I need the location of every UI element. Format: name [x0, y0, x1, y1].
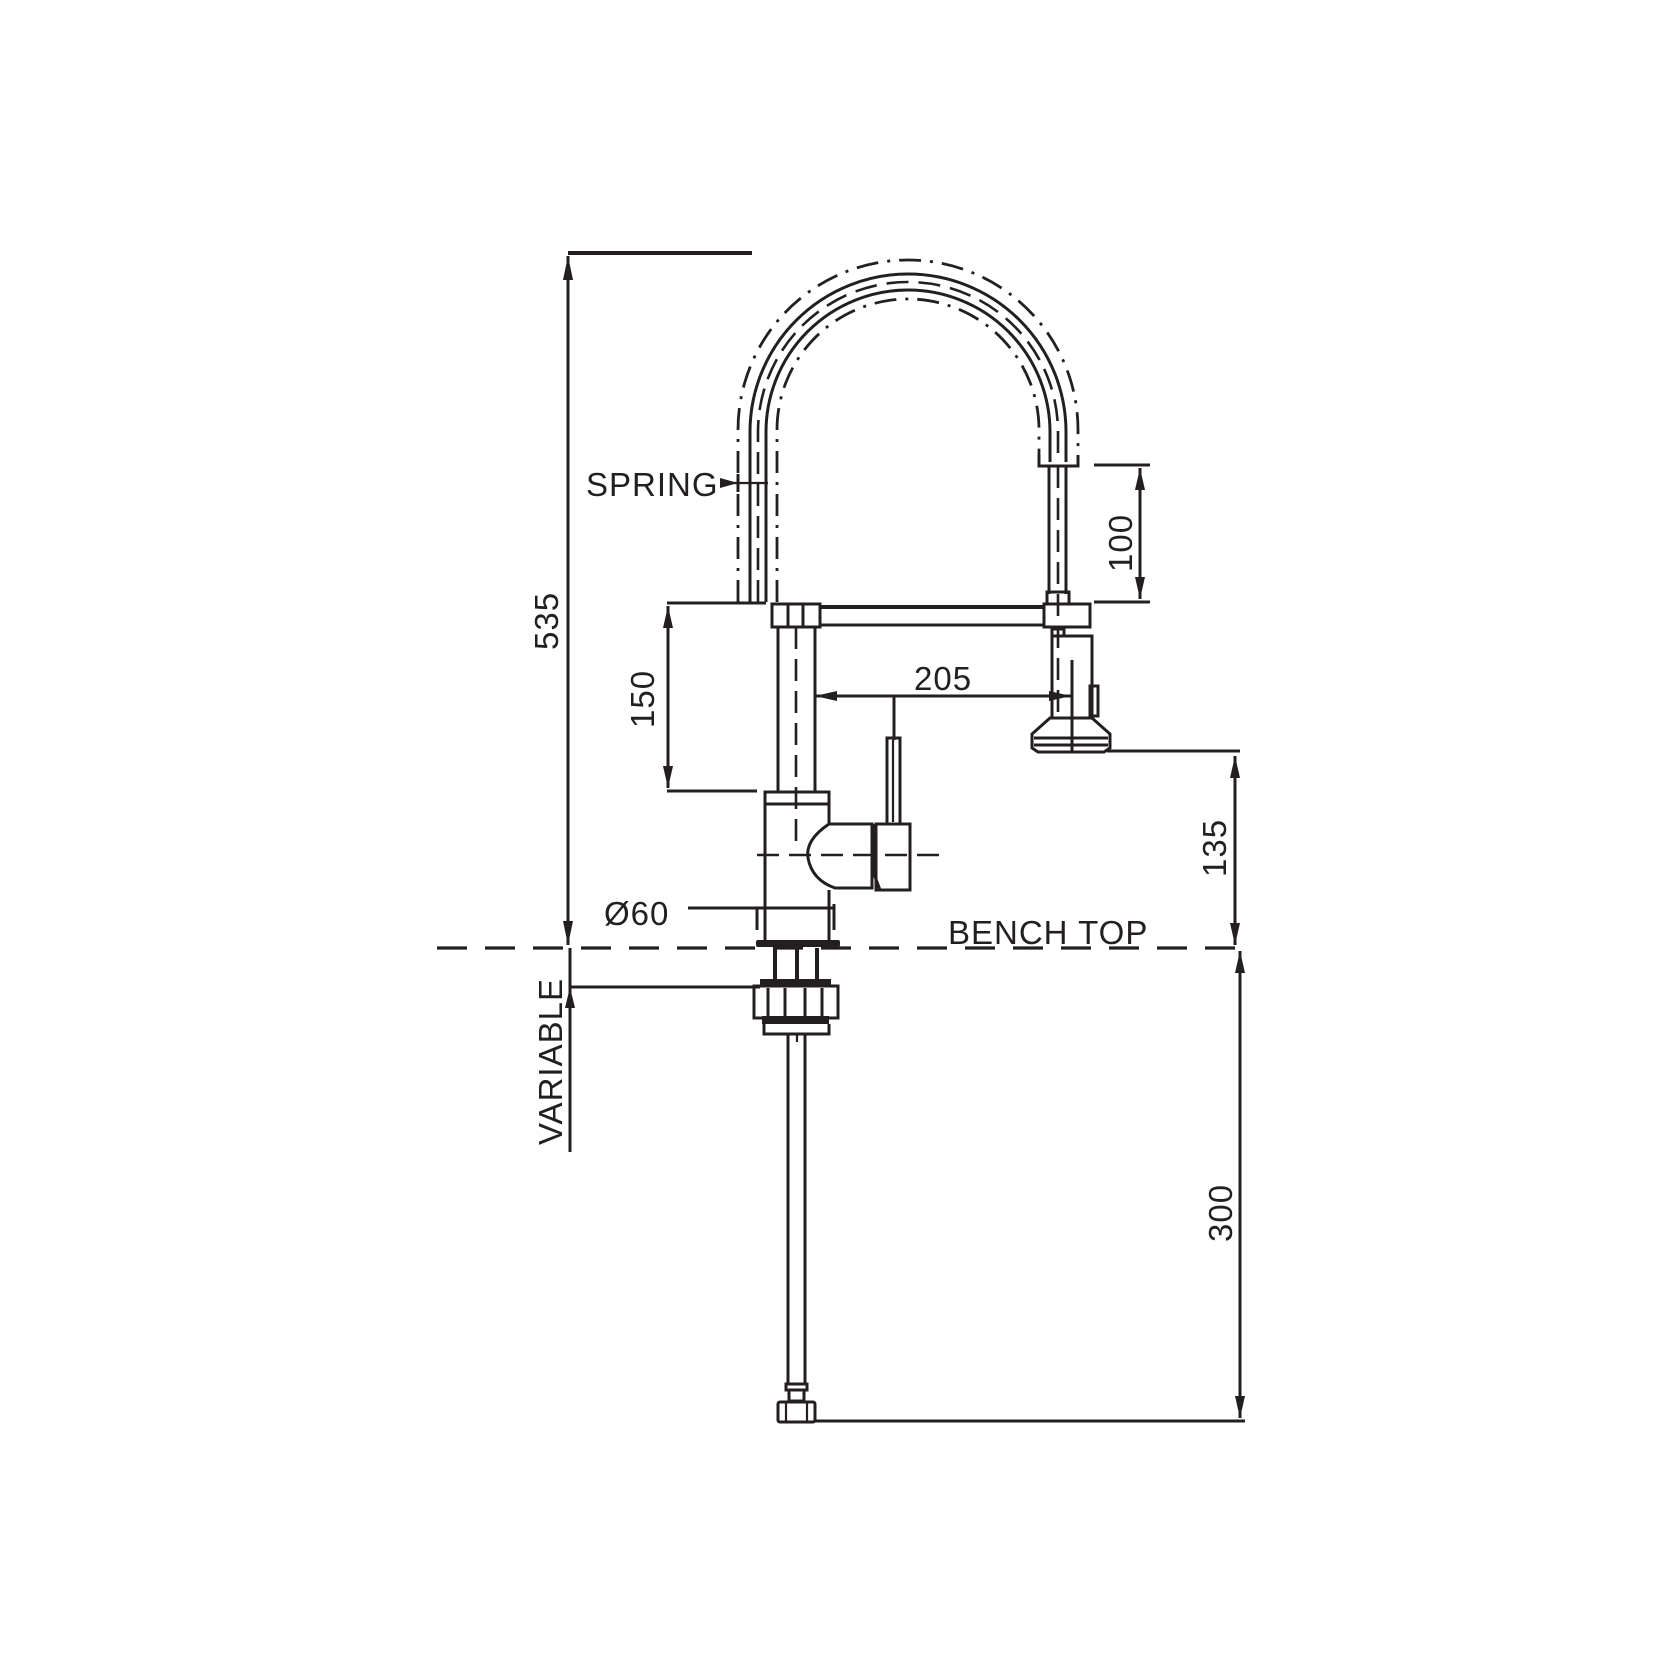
dimension-hose-length [815, 951, 1245, 1423]
dimension-spout-clearance [1107, 749, 1240, 945]
spray-head [1030, 627, 1112, 754]
base-diameter-leader [688, 904, 840, 947]
dimension-150-label: 150 [624, 670, 661, 728]
base-diameter-label: Ø60 [604, 895, 669, 932]
spring-spout [736, 258, 1080, 602]
spray-hose [1045, 466, 1071, 720]
dimension-135-label: 135 [1196, 819, 1233, 877]
dimension-spray-travel [1094, 463, 1150, 604]
bench-top-label: BENCH TOP [948, 914, 1148, 951]
flexible-hose [776, 1034, 817, 1424]
dimension-300-label: 300 [1202, 1184, 1239, 1242]
dimension-spout-reach [815, 691, 1071, 740]
dimension-100-label: 100 [1102, 514, 1139, 572]
dimension-535-label: 535 [528, 592, 565, 650]
spring-leader-arrow [720, 474, 768, 492]
spout-support-bar [770, 602, 1092, 629]
dimension-205-label: 205 [914, 660, 972, 697]
mixer-body [757, 736, 948, 917]
dimension-overall-height [563, 251, 752, 945]
spring-label: SPRING [586, 466, 719, 503]
dimension-spout-height [663, 601, 766, 793]
tap-column [776, 627, 817, 845]
dimension-variable [565, 948, 760, 1152]
variable-label: VARIABLE [532, 978, 569, 1145]
fixing-nut [752, 948, 840, 1036]
